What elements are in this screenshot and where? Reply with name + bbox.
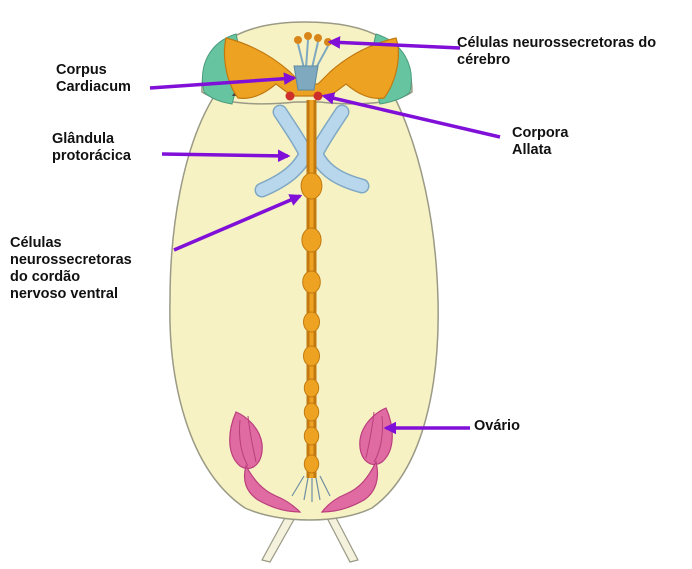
label-line: do cordão [10, 269, 81, 285]
tail-spine-left [261, 513, 297, 563]
label-line: Ovário [474, 418, 520, 434]
ventral-ganglia [300, 172, 323, 474]
brain-neurosecretory-cells [294, 32, 332, 69]
label-line: nervoso ventral [10, 286, 118, 302]
label-corpus-cardiacum: Corpus Cardiacum [56, 62, 131, 96]
label-line: Corpus [56, 62, 107, 78]
corpus-cardiacum [293, 65, 319, 91]
arrow-ventral-cord-cells [173, 194, 303, 252]
label-brain-neurosecretory-cells: Células neurossecretoras do cérebro [457, 35, 656, 69]
label-corpora-allata: Corpora Allata [512, 125, 568, 159]
arrow-corpus-cardiacum [149, 72, 297, 90]
label-line: cérebro [457, 52, 511, 68]
label-line: Glândula [52, 131, 115, 147]
tail-spine-right [325, 513, 359, 563]
label-ventral-cord-neurosecretory-cells: Células neurossecretoras do cordão nervo… [10, 235, 132, 303]
ganglion [303, 402, 320, 422]
arrow-prothoracic-gland [161, 149, 291, 163]
arrow-brain-cells [327, 36, 461, 50]
label-prothoracic-gland: Glândula protorácica [52, 131, 131, 165]
label-line: neurossecretoras [10, 252, 132, 268]
ganglion [303, 311, 320, 333]
ganglion [301, 227, 322, 253]
label-ovary: Ovário [474, 418, 520, 435]
ganglion [303, 345, 320, 367]
ganglion [303, 426, 320, 446]
label-line: Corpora [512, 125, 569, 141]
label-line: Cardiacum [56, 79, 131, 95]
ganglion [302, 270, 321, 294]
arrow-corpora-allata [321, 92, 501, 139]
label-line: Células neurossecretoras do [457, 35, 657, 51]
ganglion [303, 454, 320, 474]
corpora-allata-right [313, 91, 323, 101]
ganglion [303, 378, 320, 398]
ganglion [300, 172, 323, 200]
corpora-allata-left [285, 91, 295, 101]
terminal-nerves [291, 475, 331, 502]
label-line: protorácica [52, 148, 131, 164]
label-line: Células [10, 235, 62, 251]
ovary-left [229, 411, 302, 513]
label-line: Allata [512, 142, 552, 158]
